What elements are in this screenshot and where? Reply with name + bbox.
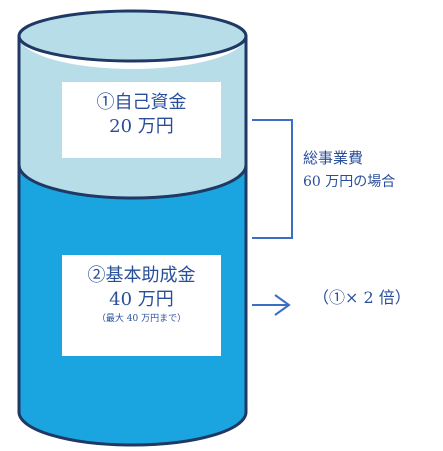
basic-grant-title: ②基本助成金 (87, 265, 196, 286)
total-cost-title: 総事業費 (303, 149, 364, 167)
basic-grant-note: （最大 40 万円まで） (96, 314, 187, 324)
right-arrow-icon (252, 294, 291, 316)
cylinder-top (17, 9, 248, 63)
total-cost-bracket (252, 119, 293, 239)
own-funds-amount: 20 万円 (109, 116, 174, 137)
total-cost-amount: 60 万円の場合 (303, 174, 396, 190)
own-funds-box: ①自己資金 20 万円 (62, 82, 221, 158)
basic-grant-box: ②基本助成金 40 万円 （最大 40 万円まで） (62, 255, 221, 356)
section-divider (17, 164, 248, 200)
basic-grant-amount: 40 万円 (109, 289, 174, 310)
own-funds-title: ①自己資金 (96, 92, 187, 113)
ratio-label: （①× 2 倍） (313, 288, 411, 307)
cylinder-outline (17, 36, 248, 447)
